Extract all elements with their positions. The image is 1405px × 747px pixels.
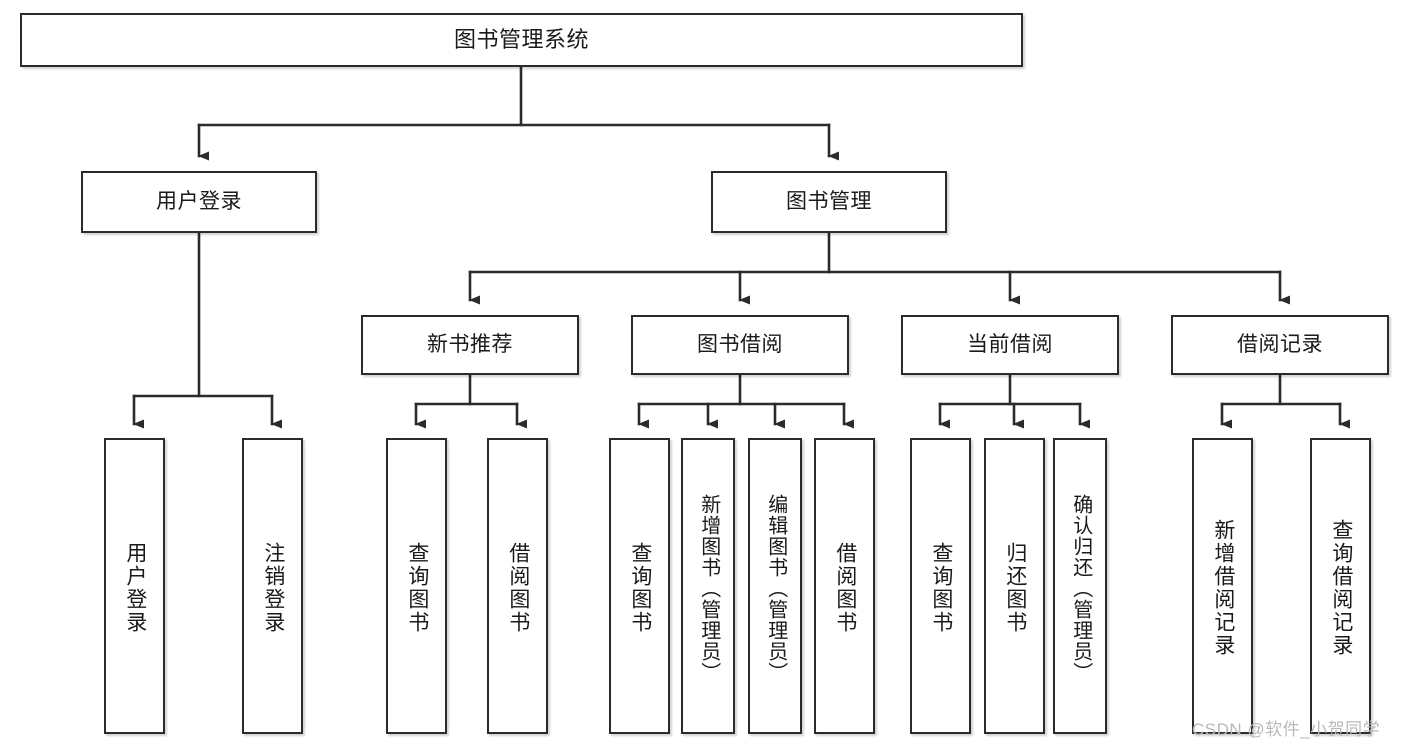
node-leaf-record-query[interactable]: 查询借阅记录	[1310, 438, 1371, 734]
node-leaf-borrow-edit-book-label: 编辑图书（管理员）	[764, 493, 787, 683]
node-leaf-user-login-label: 用户登录	[123, 542, 147, 634]
node-book-borrow[interactable]: 图书借阅	[631, 315, 849, 375]
node-leaf-borrow-borrow-book-label: 借阅图书	[833, 542, 857, 634]
node-book-manage-label: 图书管理	[786, 189, 872, 213]
node-leaf-borrow-query[interactable]: 查询图书	[609, 438, 670, 734]
node-leaf-newbook-query[interactable]: 查询图书	[386, 438, 447, 734]
node-new-book-recommend-label: 新书推荐	[427, 332, 513, 356]
node-leaf-borrow-add-book-label: 新增图书（管理员）	[697, 493, 720, 683]
node-leaf-record-add-label: 新增借阅记录	[1211, 519, 1235, 657]
node-leaf-user-logout-label: 注销登录	[261, 542, 285, 634]
node-current-borrow[interactable]: 当前借阅	[901, 315, 1119, 375]
node-current-borrow-label: 当前借阅	[967, 332, 1053, 356]
node-user-login-label: 用户登录	[156, 189, 242, 213]
node-leaf-newbook-borrow[interactable]: 借阅图书	[487, 438, 548, 734]
node-leaf-borrow-edit-book[interactable]: 编辑图书（管理员）	[748, 438, 802, 734]
node-leaf-record-add[interactable]: 新增借阅记录	[1192, 438, 1253, 734]
node-borrow-record[interactable]: 借阅记录	[1171, 315, 1389, 375]
node-new-book-recommend[interactable]: 新书推荐	[361, 315, 579, 375]
node-leaf-borrow-add-book[interactable]: 新增图书（管理员）	[681, 438, 735, 734]
node-leaf-newbook-query-label: 查询图书	[405, 542, 429, 634]
node-root[interactable]: 图书管理系统	[20, 13, 1023, 67]
node-leaf-record-query-label: 查询借阅记录	[1329, 519, 1353, 657]
node-root-label: 图书管理系统	[453, 27, 589, 53]
node-leaf-user-login[interactable]: 用户登录	[104, 438, 165, 734]
node-book-manage[interactable]: 图书管理	[711, 171, 947, 233]
node-user-login[interactable]: 用户登录	[81, 171, 317, 233]
node-leaf-current-return-label: 归还图书	[1003, 542, 1027, 634]
node-leaf-borrow-borrow-book[interactable]: 借阅图书	[814, 438, 875, 734]
node-borrow-record-label: 借阅记录	[1237, 332, 1323, 356]
node-leaf-current-confirm-return-label: 确认归还（管理员）	[1069, 493, 1092, 683]
node-leaf-user-logout[interactable]: 注销登录	[242, 438, 303, 734]
node-leaf-newbook-borrow-label: 借阅图书	[506, 542, 530, 634]
csdn-watermark: CSDN @软件_小贺同学	[1192, 715, 1380, 740]
node-book-borrow-label: 图书借阅	[697, 332, 783, 356]
node-leaf-current-query-label: 查询图书	[929, 542, 953, 634]
node-leaf-current-confirm-return[interactable]: 确认归还（管理员）	[1053, 438, 1107, 734]
node-leaf-current-query[interactable]: 查询图书	[910, 438, 971, 734]
csdn-watermark-text: CSDN @软件_小贺同学	[1192, 720, 1381, 739]
node-leaf-current-return[interactable]: 归还图书	[984, 438, 1045, 734]
node-leaf-borrow-query-label: 查询图书	[628, 542, 652, 634]
